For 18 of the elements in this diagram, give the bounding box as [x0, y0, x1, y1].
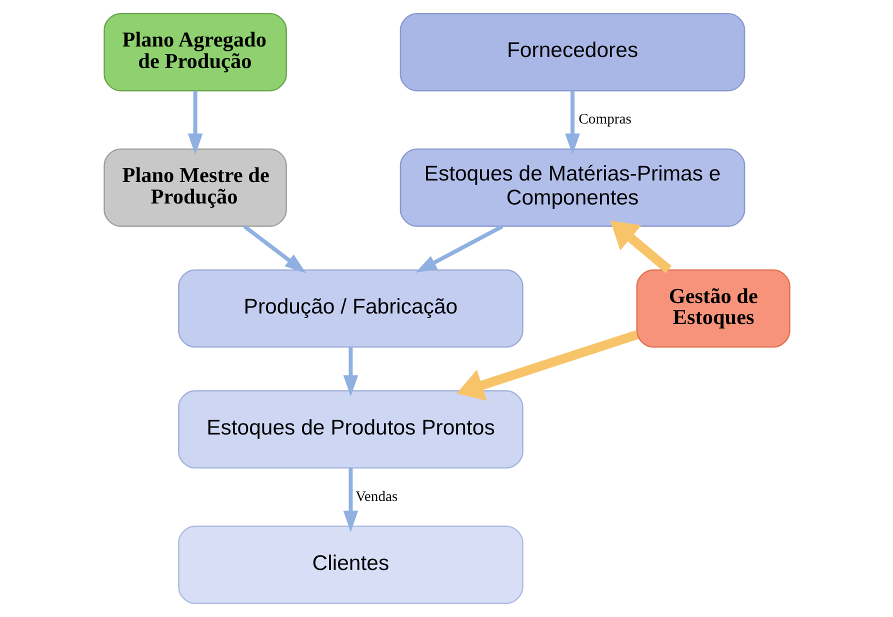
- arrow: [342, 468, 358, 532]
- node-box: Gestão de Estoques: [636, 269, 790, 348]
- node-box: Produção / Fabricação: [178, 269, 523, 348]
- node-box: Plano Agregado de Produção: [103, 12, 286, 92]
- arrow: [456, 330, 638, 401]
- arrow: [187, 90, 202, 155]
- node-box: Plano Mestre de Produção: [103, 148, 286, 227]
- arrow: [242, 224, 306, 274]
- node-box: Clientes: [178, 526, 523, 604]
- node-box: Fornecedores: [399, 12, 745, 92]
- arrow: [564, 90, 580, 155]
- arrow: [610, 220, 672, 274]
- edge-label: Compras: [578, 112, 631, 128]
- arrow: [414, 224, 503, 273]
- node-box: Estoques de Matérias-Primas e Componentes: [399, 148, 745, 227]
- arrow: [342, 347, 358, 397]
- node-box: Estoques de Produtos Prontos: [178, 390, 523, 469]
- edge-label: Vendas: [355, 488, 398, 505]
